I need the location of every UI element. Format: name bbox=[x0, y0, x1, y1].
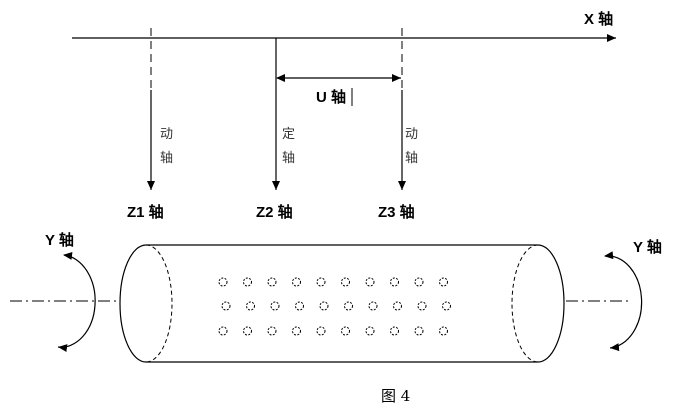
cylinder-right-cap-front bbox=[537, 244, 565, 363]
z3-note-char-1: 动 bbox=[405, 127, 418, 142]
hole bbox=[319, 301, 329, 311]
hole bbox=[243, 277, 252, 287]
hole bbox=[442, 301, 451, 311]
figure-caption: 图 4 bbox=[381, 387, 410, 405]
hole-grid bbox=[218, 277, 451, 336]
cylinder-right-cap-back bbox=[511, 244, 539, 363]
cylinder-left-cap-front bbox=[119, 244, 147, 363]
hole bbox=[344, 301, 353, 311]
u-axis-label: U 轴 bbox=[316, 88, 346, 106]
left-y-axis-label: Y 轴 bbox=[45, 231, 74, 249]
hole bbox=[218, 277, 228, 287]
hole bbox=[414, 326, 424, 336]
cylinder-left-cap-back bbox=[145, 244, 173, 363]
z2-axis-label: Z2 轴 bbox=[256, 203, 293, 221]
hole bbox=[243, 326, 252, 336]
hole bbox=[393, 301, 402, 311]
hole bbox=[221, 301, 231, 311]
hole bbox=[414, 277, 424, 287]
hole bbox=[267, 277, 277, 287]
hole bbox=[267, 326, 277, 336]
hole bbox=[292, 326, 301, 336]
z3-note-char-2: 轴 bbox=[405, 151, 418, 166]
hole bbox=[316, 277, 326, 287]
right-y-axis-label: Y 轴 bbox=[633, 238, 662, 256]
z3-axis-label: Z3 轴 bbox=[378, 203, 415, 221]
hole bbox=[341, 326, 350, 336]
hole bbox=[341, 277, 350, 287]
right-rotation-arrow bbox=[604, 251, 643, 352]
cylinder bbox=[119, 244, 565, 363]
hole bbox=[292, 277, 301, 287]
hole bbox=[218, 326, 228, 336]
hole bbox=[316, 326, 326, 336]
z1-note-char-2: 轴 bbox=[160, 151, 173, 166]
hole bbox=[439, 277, 448, 287]
z2-note-char-2: 轴 bbox=[282, 151, 295, 166]
x-axis-label: X 轴 bbox=[584, 10, 613, 28]
hole bbox=[295, 301, 304, 311]
hole bbox=[246, 301, 255, 311]
z1-axis-label: Z1 轴 bbox=[127, 203, 164, 221]
hole bbox=[390, 277, 399, 287]
hole bbox=[439, 326, 448, 336]
hole bbox=[270, 301, 280, 311]
hole bbox=[365, 326, 375, 336]
left-rotation-arrow bbox=[57, 251, 96, 353]
hole bbox=[390, 326, 399, 336]
z1-note-char-1: 动 bbox=[160, 127, 173, 142]
z2-note-char-1: 定 bbox=[282, 127, 295, 142]
hole bbox=[417, 301, 427, 311]
hole bbox=[368, 301, 378, 311]
hole bbox=[365, 277, 375, 287]
